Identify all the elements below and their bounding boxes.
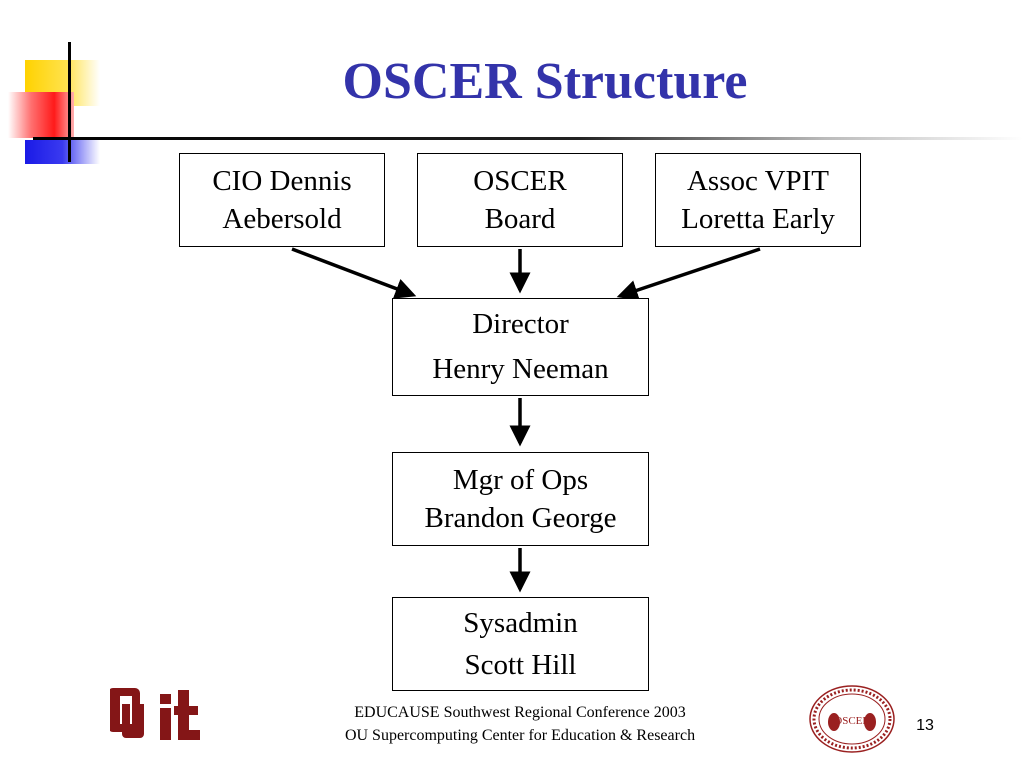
node-vpit: Assoc VPIT Loretta Early: [655, 153, 861, 247]
node-director: Director Henry Neeman: [392, 298, 649, 396]
node-ops: Mgr of Ops Brandon George: [392, 452, 649, 546]
decor-red-square: [8, 92, 74, 138]
footer-line2: OU Supercomputing Center for Education &…: [344, 726, 696, 744]
node-ops-line2: Brandon George: [424, 502, 617, 534]
node-vpit-line2: Loretta Early: [681, 203, 835, 235]
decor-vertical-line: [68, 42, 71, 162]
ou-it-logo-icon: [110, 688, 200, 740]
node-ops-line1: Mgr of Ops: [452, 463, 589, 496]
arrow-cio-to-director: [291, 247, 417, 299]
node-cio: CIO Dennis Aebersold: [179, 153, 385, 247]
node-cio-line1: CIO Dennis: [212, 164, 352, 197]
node-sysadmin-line1: Sysadmin: [463, 606, 578, 639]
page-number: 13: [916, 717, 934, 734]
footer-line1: EDUCAUSE Southwest Regional Conference 2…: [354, 704, 686, 721]
svg-text:OSCER: OSCER: [834, 715, 870, 727]
decor-blue-square: [25, 140, 100, 164]
node-director-line2: Henry Neeman: [432, 353, 609, 385]
slide-title: OSCER Structure: [342, 53, 748, 110]
title-underline: [33, 137, 1023, 140]
node-director-line1: Director: [472, 308, 569, 341]
node-board: OSCER Board: [417, 153, 623, 247]
node-sysadmin: Sysadmin Scott Hill: [392, 597, 649, 691]
arrow-vpit-to-director: [616, 247, 761, 301]
footer: EDUCAUSE Southwest Regional Conference 2…: [270, 702, 770, 747]
node-vpit-line1: Assoc VPIT: [686, 164, 830, 197]
node-sysadmin-line2: Scott Hill: [464, 649, 577, 681]
node-cio-line2: Aebersold: [222, 203, 342, 235]
oscer-seal-icon: OSCER: [809, 685, 895, 753]
node-board-line1: OSCER: [473, 164, 567, 197]
node-board-line2: Board: [484, 203, 556, 235]
